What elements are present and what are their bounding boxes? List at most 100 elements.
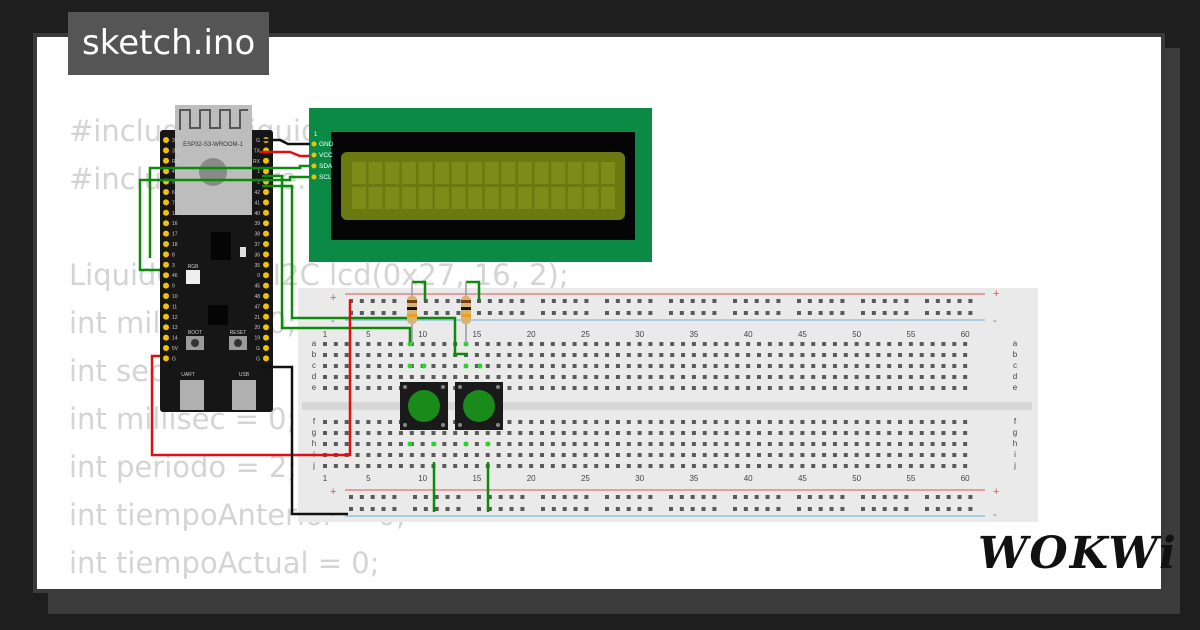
hole — [388, 353, 393, 357]
lcd-pin-label: SCL — [319, 174, 332, 181]
hole — [681, 453, 686, 457]
hole — [420, 353, 425, 357]
hole — [865, 464, 870, 468]
hole — [822, 364, 827, 368]
column-number: 40 — [744, 474, 753, 483]
rail-hole — [712, 507, 717, 511]
rail-hole — [690, 299, 695, 303]
rail-hole — [797, 299, 801, 303]
rail-plus-bottom-right: + — [993, 486, 999, 498]
uart-port[interactable] — [180, 380, 204, 410]
hole — [767, 364, 772, 368]
lcd-cell — [368, 187, 383, 209]
hole — [626, 420, 631, 424]
hole — [615, 431, 620, 435]
pin-pad — [263, 209, 269, 216]
esp32-board[interactable]: ESP32-S3-WROOM-1 RGB BOOT RESET UART USB… — [160, 105, 273, 412]
hole — [843, 431, 848, 435]
rail-hole — [562, 299, 567, 303]
hole — [594, 442, 599, 446]
lcd-cell — [435, 187, 449, 209]
rail-hole — [434, 311, 439, 315]
hole — [724, 386, 729, 390]
pin-label: 16 — [172, 221, 178, 227]
lcd-cell — [601, 187, 615, 209]
wire-button1-signal — [262, 174, 412, 342]
hole — [843, 353, 848, 357]
hole — [822, 464, 827, 468]
rail-hole — [615, 495, 620, 499]
hole — [691, 364, 696, 368]
hole — [898, 442, 903, 446]
hole — [876, 420, 881, 424]
wire-res1-rail — [412, 280, 427, 300]
hole — [930, 386, 935, 390]
hole — [843, 453, 848, 457]
hole — [626, 342, 631, 346]
wire-scl-lcd — [138, 175, 310, 272]
push-button-1[interactable] — [400, 382, 448, 430]
hole — [594, 342, 599, 346]
rail-plus-bottom: + — [330, 486, 336, 498]
resistor-2[interactable] — [461, 282, 471, 344]
hole — [323, 464, 327, 468]
hole — [822, 431, 827, 435]
hole — [930, 375, 935, 379]
rail-hole — [648, 311, 653, 315]
pin-label: 2 — [257, 180, 260, 186]
rail-hole — [818, 311, 823, 315]
rail-hole — [584, 495, 589, 499]
pin-label: 21 — [254, 315, 260, 321]
hole — [822, 353, 827, 357]
push-button-2[interactable] — [455, 382, 503, 430]
hole — [702, 375, 707, 379]
hole — [843, 375, 848, 379]
rail-hole — [498, 507, 503, 511]
hole — [344, 431, 349, 435]
hole — [366, 364, 371, 368]
pin-pad — [263, 189, 269, 195]
pin-label: 36 — [254, 252, 260, 258]
column-number: 30 — [635, 474, 644, 483]
hole — [919, 353, 924, 357]
pin-pad — [163, 189, 169, 195]
hole — [670, 342, 675, 346]
lcd-pin-label: SDA — [319, 163, 333, 170]
pin-pad — [263, 261, 269, 268]
pin-pad — [263, 282, 269, 289]
pin-pad — [263, 272, 269, 279]
pin-pad — [263, 251, 269, 258]
rail-hole — [370, 299, 375, 303]
hole — [518, 364, 523, 368]
hole — [453, 464, 458, 468]
pin-label: 48 — [254, 294, 260, 300]
rail-hole — [423, 311, 428, 315]
hole — [952, 420, 957, 424]
rail-hole — [733, 495, 737, 499]
hole — [898, 386, 903, 390]
connected-hole — [463, 441, 469, 447]
hole — [746, 386, 751, 390]
rail-hole — [893, 299, 898, 303]
hole — [854, 453, 859, 457]
hole — [811, 464, 816, 468]
rail-hole — [701, 311, 706, 315]
row-letter: j — [1013, 461, 1016, 470]
hole — [366, 442, 371, 446]
hole — [453, 375, 458, 379]
usb-port[interactable] — [232, 380, 256, 410]
hole — [952, 431, 957, 435]
rail-hole — [946, 299, 951, 303]
resistor-1[interactable] — [407, 282, 417, 344]
hole — [865, 386, 870, 390]
rail-hole — [701, 507, 706, 511]
pin-label: 19 — [254, 336, 260, 342]
hole — [323, 386, 327, 390]
column-number: 25 — [581, 330, 590, 339]
hole — [778, 464, 783, 468]
hole — [615, 342, 620, 346]
row-letter: c — [312, 361, 316, 370]
hole — [572, 453, 577, 457]
